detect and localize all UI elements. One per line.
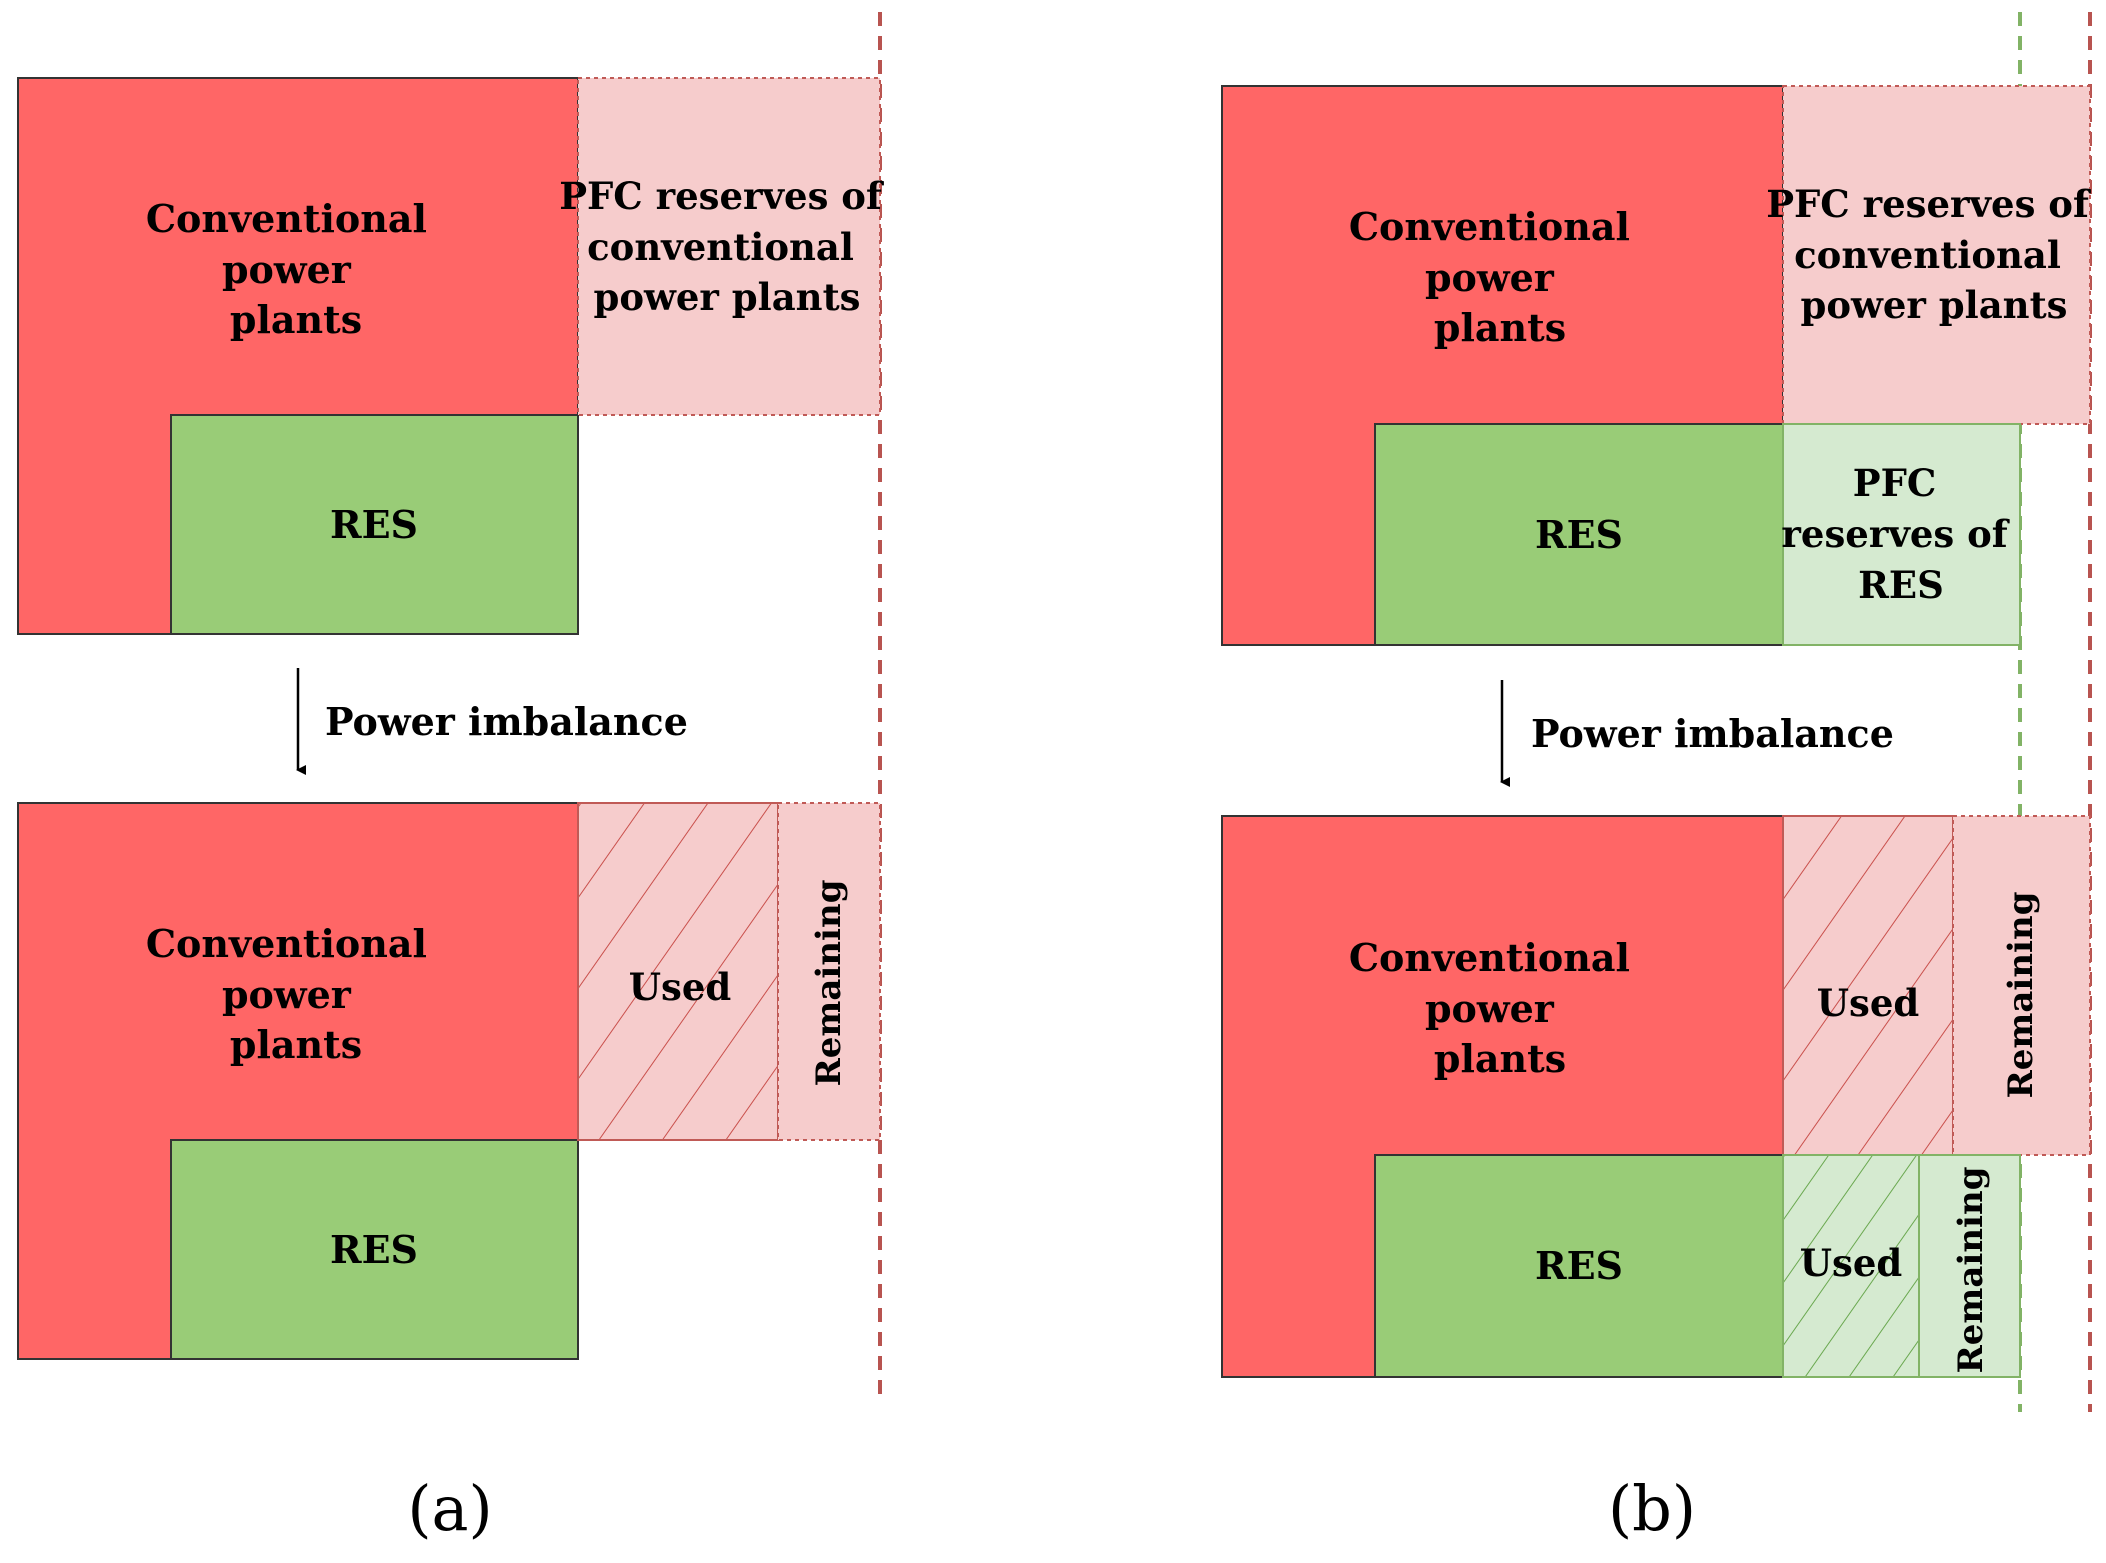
remaining-label: Remaining [809, 880, 849, 1087]
panel-b-before: Conventional power plants PFC reserves o… [1221, 85, 2102, 646]
used-reserve-hatch [577, 802, 779, 1141]
res-block [1374, 1154, 1784, 1378]
conventional-label: Conventional power plants [1349, 935, 1643, 1081]
res-block [1374, 423, 1784, 646]
power-imbalance-label: Power imbalance [325, 699, 688, 744]
used-conventional-label: Used [1817, 981, 1920, 1025]
remaining-res-reserve-block [1918, 1154, 2021, 1378]
res-block [170, 1139, 579, 1360]
caption-a: (a) [407, 1472, 492, 1545]
used-res-reserve-hatch [1782, 1154, 1920, 1378]
power-imbalance-label: Power imbalance [1531, 711, 1894, 756]
remaining-res-label: Remaining [1951, 1167, 1991, 1374]
panel-a: Conventional power plants PFC reserves o… [17, 12, 895, 1545]
used-label: Used [629, 965, 732, 1009]
conventional-label: Conventional power plants [1349, 204, 1643, 350]
res-label: RES [1535, 512, 1623, 557]
remaining-conventional-label: Remaining [2001, 892, 2041, 1099]
used-conventional-reserve-hatch [1782, 815, 1954, 1156]
pfc-conventional-label: PFC reserves of conventional power plant… [559, 174, 895, 319]
res-label: RES [1535, 1243, 1623, 1288]
caption-b: (b) [1608, 1472, 1696, 1545]
res-block [170, 414, 579, 635]
remaining-conventional-reserve-block [1952, 815, 2091, 1156]
panel-a-before: Conventional power plants PFC reserves o… [17, 77, 895, 635]
panel-a-after: Conventional power plants Used Remaining… [17, 802, 881, 1360]
remaining-reserve-block [777, 802, 881, 1141]
pfc-conventional-block [1782, 85, 2091, 425]
pfc-res-label: PFC reserves of RES [1781, 461, 2020, 607]
res-label: RES [330, 1227, 418, 1272]
pfc-conventional-label: PFC reserves of conventional power plant… [1766, 182, 2102, 327]
conventional-label: Conventional power plants [146, 921, 440, 1067]
panel-b-after: Conventional power plants Used Remaining… [1221, 815, 2091, 1378]
conventional-label: Conventional power plants [146, 196, 440, 342]
used-res-label: Used [1800, 1241, 1903, 1285]
pfc-res-block [1782, 423, 2021, 646]
panel-b: Conventional power plants PFC reserves o… [1221, 12, 2102, 1545]
res-label: RES [330, 502, 418, 547]
pfc-conventional-block [577, 77, 881, 416]
